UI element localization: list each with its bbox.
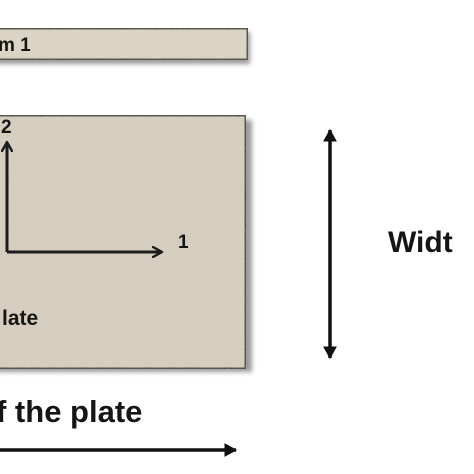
width-dimension: Widt xyxy=(323,128,453,360)
axis-2-label: 2 xyxy=(1,117,12,138)
plate-label: late xyxy=(2,307,38,330)
length-label: f the plate xyxy=(0,394,142,429)
plate xyxy=(0,113,252,372)
plate-rect xyxy=(0,113,248,371)
beam-strip: m 1 xyxy=(0,26,250,64)
length-dimension: f the plate xyxy=(0,394,238,457)
beam-label: m 1 xyxy=(0,35,31,56)
beam-rect xyxy=(0,26,250,62)
axis-1-label: 1 xyxy=(178,232,189,253)
width-label: Widt xyxy=(388,226,453,259)
coordinate-axes: 2 1 xyxy=(1,117,189,253)
